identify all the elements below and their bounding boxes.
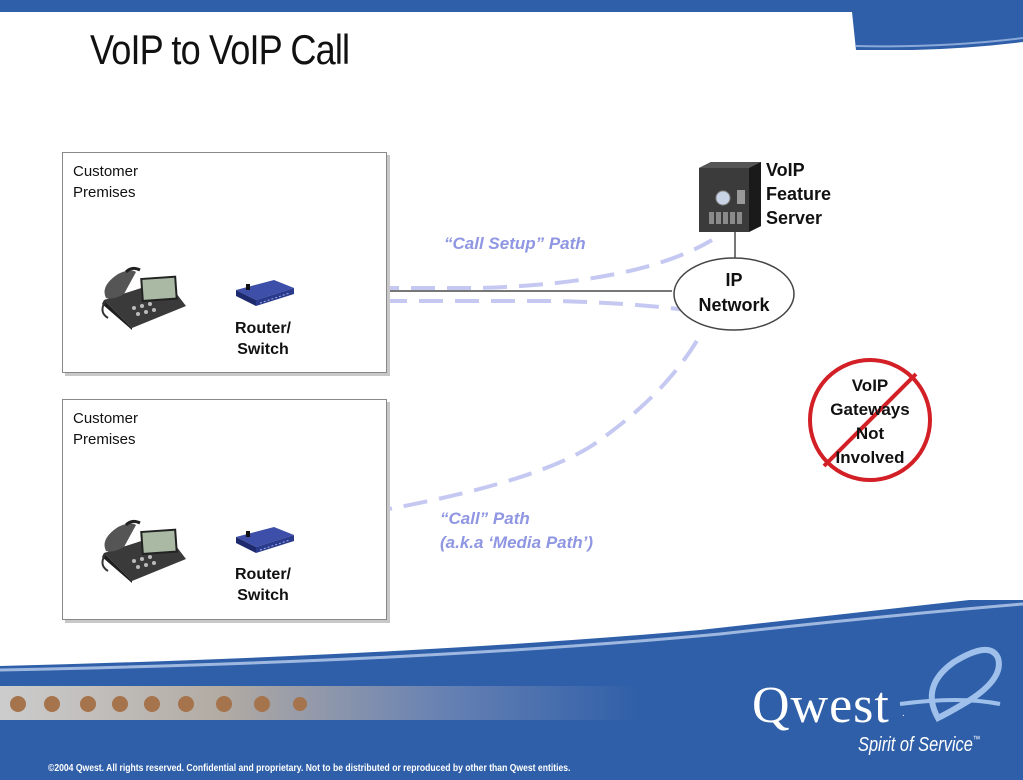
ip-network-cloud xyxy=(673,257,795,331)
tagline-text: Spirit of Service xyxy=(858,734,973,756)
customer-premises-top: Customer Premises xyxy=(62,152,387,373)
ip-phone-icon xyxy=(101,266,186,330)
premises-label: Customer Premises xyxy=(73,410,139,448)
server-icon xyxy=(699,162,761,232)
call-setup-path-line xyxy=(195,238,714,290)
footer-copyright: ©2004 Qwest. All rights reserved. Confid… xyxy=(48,763,571,774)
router-icon xyxy=(236,280,294,306)
top-bar xyxy=(0,0,1023,12)
router-label: Router/ Switch xyxy=(235,566,291,604)
router-icon xyxy=(236,527,294,553)
call-setup-path-label: “Call Setup” Path xyxy=(444,234,586,253)
router-label: Router/ Switch xyxy=(235,320,291,358)
brand-tagline: Spirit of Service™ xyxy=(858,734,980,757)
tagline-trademark: ™ xyxy=(972,734,981,744)
slide-title: VoIP to VoIP Call xyxy=(90,26,350,73)
server-label: VoIP Feature Server xyxy=(766,160,832,228)
premises-label: Customer Premises xyxy=(73,163,139,201)
header-tab xyxy=(852,12,1023,50)
ip-phone-icon xyxy=(101,519,186,583)
call-path-label: “Call” Path (a.k.a ‘Media Path’) xyxy=(440,509,594,552)
customer-premises-bottom: Customer Premises xyxy=(62,399,387,620)
footer-band xyxy=(0,600,1023,780)
logo-trademark: . xyxy=(902,708,905,719)
ip-network-label: IP Network xyxy=(698,270,770,315)
gateway-label: VoIP Gateways Not Involved xyxy=(830,376,910,467)
prohibition-icon xyxy=(808,358,932,482)
qwest-logo: Qwest xyxy=(752,677,890,734)
